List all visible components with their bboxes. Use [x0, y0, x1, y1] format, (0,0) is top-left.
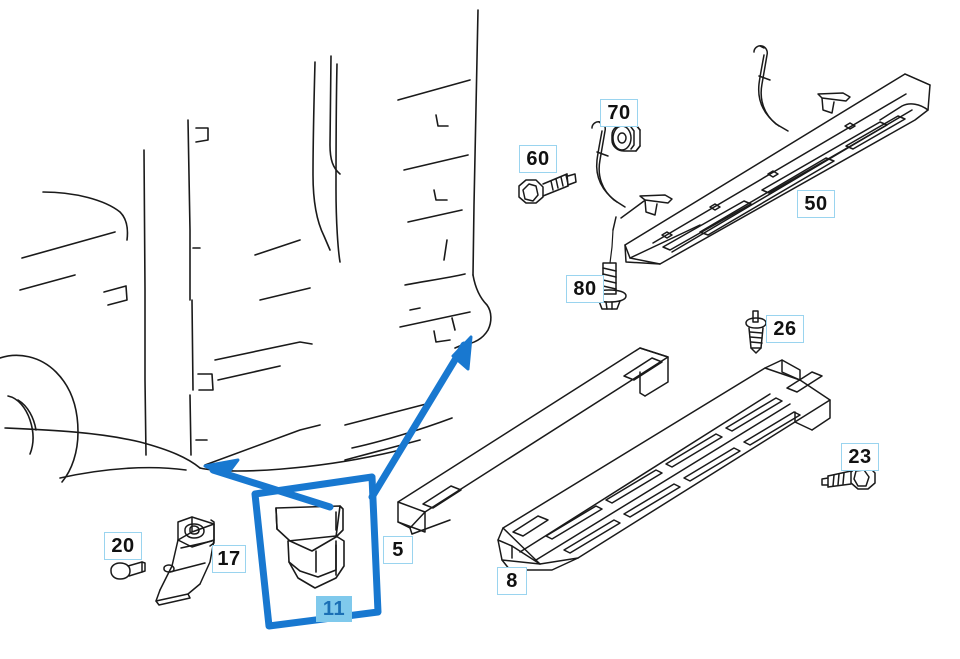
callout-label: 60	[526, 148, 550, 170]
callout-label: 80	[573, 278, 597, 300]
support-rail-part-5	[397, 347, 669, 535]
callout-50[interactable]: 50	[797, 190, 835, 218]
callout-label: 23	[848, 446, 872, 468]
callout-label: 8	[506, 570, 518, 592]
callout-23[interactable]: 23	[841, 443, 879, 471]
clip-part-20	[110, 561, 146, 580]
callout-label: 5	[392, 539, 404, 561]
callout-20[interactable]: 20	[104, 532, 142, 560]
arrow-to-rear-bumper	[368, 335, 473, 501]
corner-trim-part-11	[275, 505, 345, 589]
callout-label: 20	[111, 535, 135, 557]
arrow-to-rocker-panel	[203, 458, 334, 511]
callout-label: 26	[773, 318, 797, 340]
callout-80[interactable]: 80	[566, 275, 604, 303]
callout-5[interactable]: 5	[383, 536, 413, 564]
callout-60[interactable]: 60	[519, 145, 557, 173]
callout-label: 11	[322, 598, 346, 620]
callout-11[interactable]: 11	[316, 596, 352, 622]
callout-70[interactable]: 70	[600, 99, 638, 127]
callout-label: 17	[217, 548, 241, 570]
callout-label: 70	[607, 102, 631, 124]
bolt-part-60	[518, 173, 577, 204]
step-rail-part-8	[497, 359, 831, 571]
callout-8[interactable]: 8	[497, 567, 527, 595]
running-board-part-50	[591, 45, 931, 265]
callout-26[interactable]: 26	[766, 315, 804, 343]
van-body-drawing	[0, 9, 492, 483]
callout-label: 50	[804, 193, 828, 215]
bracket-part-17	[155, 516, 215, 606]
callout-17[interactable]: 17	[212, 545, 246, 573]
